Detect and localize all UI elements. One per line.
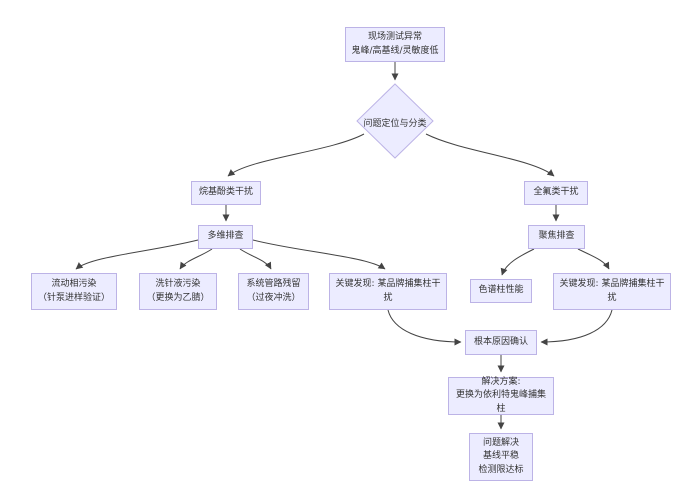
node-key-finding-left: 关键发现: 某品牌捕集柱干扰: [329, 273, 447, 310]
node-start: 现场测试异常 鬼峰/高基线/灵敏度低: [345, 27, 445, 62]
node-column-performance: 色谱柱性能: [470, 279, 532, 303]
edge-multicheck-mobilephase: [75, 239, 199, 270]
edge-decision-perfluoro: [425, 133, 555, 177]
edge-focuscheck-keyfindingright: [577, 248, 610, 270]
edge-multicheck-systemtubing: [239, 248, 272, 270]
node-mobile-phase-contamination: 流动相污染 （针泵进样验证）: [31, 273, 117, 310]
node-key-finding-right: 关键发现: 某品牌捕集柱干扰: [553, 273, 671, 310]
edge-keyfindingleft-rootcause: [387, 309, 462, 346]
node-multi-check: 多维排查: [198, 225, 253, 249]
node-focus-check: 聚焦排查: [528, 225, 585, 249]
node-decision: 问题定位与分类: [363, 119, 427, 129]
node-root-cause-confirmation: 根本原因确认: [465, 330, 537, 355]
edge-decision-alkylphenol: [227, 133, 365, 177]
node-solution: 解决方案: 更换为依利特鬼峰捕集柱: [448, 377, 554, 415]
edge-keyfindingright-rootcause: [540, 309, 613, 346]
node-system-tubing-residue: 系统管路残留 （过夜冲洗）: [238, 273, 309, 310]
node-alkylphenol-interference: 烷基酚类干扰: [191, 181, 261, 205]
edge-multicheck-keyfindingleft: [252, 239, 386, 270]
node-perfluoro-interference: 全氟类干扰: [524, 181, 588, 205]
edge-multicheck-needlewash: [179, 248, 213, 270]
node-end: 问题解决 基线平稳 检测限达标: [469, 433, 533, 481]
decision-diamond-shape: [356, 83, 434, 159]
edge-focuscheck-columnperformance: [500, 248, 535, 276]
node-needle-wash-contamination: 洗针液污染 （更换为乙腈）: [139, 273, 217, 310]
